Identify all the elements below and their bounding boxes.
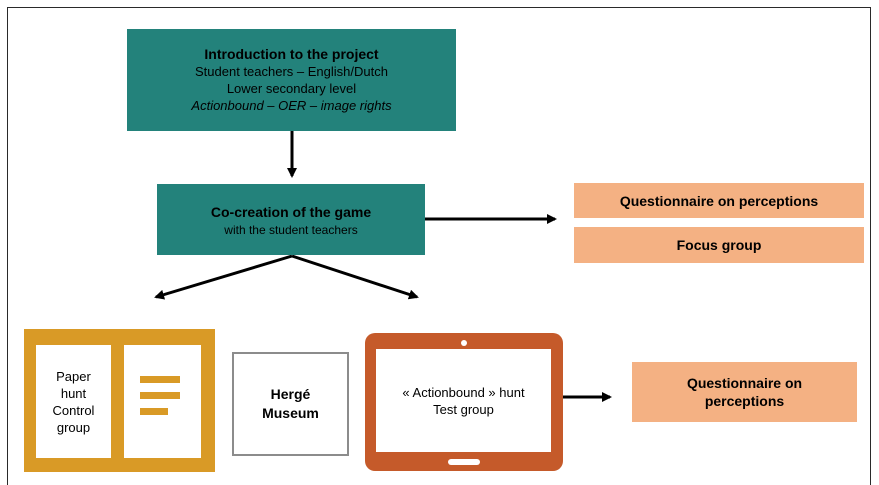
- museum-line-2: Museum: [262, 405, 319, 421]
- document-line-2: [140, 392, 180, 399]
- questionnaire-label: Questionnaire on perceptions: [619, 192, 819, 209]
- intro-title: Introduction to the project: [204, 46, 379, 62]
- cocreation-title: Co-creation of the game: [210, 203, 372, 220]
- paper-hunt-line-2: hunt: [60, 385, 87, 401]
- actionbound-line-1: « Actionbound » hunt: [402, 384, 525, 400]
- final-questionnaire-line-1: Questionnaire on: [686, 375, 803, 391]
- intro-line-2: Lower secondary level: [226, 81, 357, 96]
- cocreation-box: Co-creation of the game with the student…: [157, 184, 425, 255]
- arrow-cocreation-to-paper: [154, 254, 293, 300]
- paper-document-icon: [124, 345, 201, 458]
- final-questionnaire-box: Questionnaire on perceptions: [632, 362, 857, 422]
- document-line-1: [140, 376, 180, 383]
- intro-line-1: Student teachers – English/Dutch: [195, 64, 388, 79]
- focus-group-label: Focus group: [676, 237, 762, 253]
- questionnaire-box: Questionnaire on perceptions: [574, 183, 864, 218]
- intro-box: Introduction to the project Student teac…: [127, 29, 456, 131]
- paper-hunt-line-3: Control: [52, 402, 95, 418]
- final-questionnaire-line-2: perceptions: [704, 393, 785, 409]
- tablet-home-button-icon: [448, 459, 480, 465]
- actionbound-line-2: Test group: [433, 401, 494, 417]
- cocreation-subtitle: with the student teachers: [224, 222, 358, 237]
- arrow-cocreation-to-tablet: [291, 254, 419, 300]
- tablet-screen: « Actionbound » hunt Test group: [376, 349, 551, 452]
- museum-line-1: Hergé: [270, 386, 311, 402]
- paper-hunt-line-4: group: [56, 419, 91, 435]
- diagram-frame: [7, 7, 871, 485]
- paper-hunt-text-panel: Paper hunt Control group: [36, 345, 111, 458]
- focus-group-box: Focus group: [574, 227, 864, 263]
- herge-museum-box: Hergé Museum: [232, 352, 349, 456]
- intro-line-3: Actionbound – OER – image rights: [191, 98, 392, 113]
- document-line-3: [140, 408, 168, 415]
- tablet-camera-icon: [461, 340, 467, 346]
- paper-hunt-line-1: Paper: [56, 368, 91, 384]
